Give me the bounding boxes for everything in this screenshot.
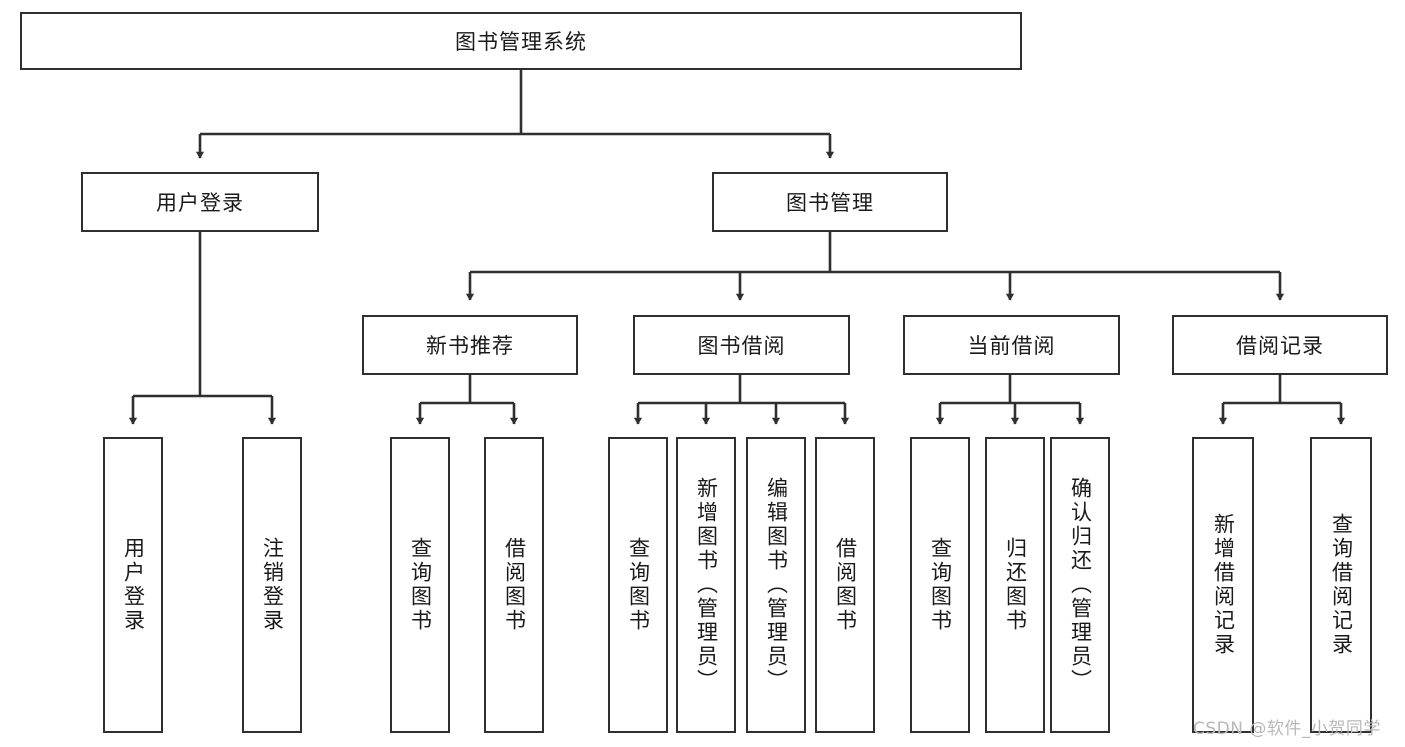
node-leaf-query-book-3-label: 查询图书 xyxy=(928,537,953,633)
node-root-label: 图书管理系统 xyxy=(455,30,587,54)
node-leaf-borrow-book-2-label: 借阅图书 xyxy=(833,537,858,633)
node-leaf-user-login[interactable]: 用户登录 xyxy=(103,437,163,733)
node-leaf-user-logout[interactable]: 注销登录 xyxy=(242,437,302,733)
node-leaf-query-book-1[interactable]: 查询图书 xyxy=(390,437,450,733)
node-new-book-recommend-label: 新书推荐 xyxy=(426,334,514,358)
node-borrow-record-label: 借阅记录 xyxy=(1236,334,1324,358)
node-leaf-borrow-book-1[interactable]: 借阅图书 xyxy=(484,437,544,733)
node-current-borrow[interactable]: 当前借阅 xyxy=(903,315,1120,375)
watermark-text: CSDN @软件_小贺同学 xyxy=(1193,719,1381,739)
node-leaf-query-record-label: 查询借阅记录 xyxy=(1329,513,1354,657)
node-leaf-query-book-2[interactable]: 查询图书 xyxy=(608,437,668,733)
node-book-borrow[interactable]: 图书借阅 xyxy=(633,315,850,375)
node-leaf-add-book[interactable]: 新增图书（管理员） xyxy=(676,437,736,733)
node-leaf-edit-book[interactable]: 编辑图书（管理员） xyxy=(746,437,806,733)
node-leaf-query-book-1-label: 查询图书 xyxy=(408,537,433,633)
node-leaf-query-book-3[interactable]: 查询图书 xyxy=(910,437,970,733)
node-leaf-add-book-label: 新增图书（管理员） xyxy=(694,477,719,693)
node-leaf-borrow-book-1-label: 借阅图书 xyxy=(502,537,527,633)
node-borrow-record[interactable]: 借阅记录 xyxy=(1172,315,1388,375)
node-leaf-user-login-label: 用户登录 xyxy=(121,537,146,633)
node-book-manage[interactable]: 图书管理 xyxy=(712,172,948,232)
node-leaf-confirm-return[interactable]: 确认归还（管理员） xyxy=(1050,437,1110,733)
node-current-borrow-label: 当前借阅 xyxy=(967,334,1056,358)
node-user-login-label: 用户登录 xyxy=(156,191,244,215)
node-leaf-query-book-2-label: 查询图书 xyxy=(626,537,651,633)
node-root[interactable]: 图书管理系统 xyxy=(20,12,1022,70)
node-leaf-confirm-return-label: 确认归还（管理员） xyxy=(1068,477,1093,693)
node-user-login[interactable]: 用户登录 xyxy=(81,172,319,232)
node-leaf-return-book-label: 归还图书 xyxy=(1003,537,1028,633)
node-leaf-user-logout-label: 注销登录 xyxy=(260,537,285,633)
node-leaf-edit-book-label: 编辑图书（管理员） xyxy=(764,477,789,693)
node-leaf-return-book[interactable]: 归还图书 xyxy=(985,437,1045,733)
node-leaf-query-record[interactable]: 查询借阅记录 xyxy=(1310,437,1372,733)
node-leaf-borrow-book-2[interactable]: 借阅图书 xyxy=(815,437,875,733)
node-leaf-add-record-label: 新增借阅记录 xyxy=(1211,513,1236,657)
node-leaf-add-record[interactable]: 新增借阅记录 xyxy=(1192,437,1254,733)
node-book-manage-label: 图书管理 xyxy=(786,191,874,215)
node-new-book-recommend[interactable]: 新书推荐 xyxy=(362,315,578,375)
node-book-borrow-label: 图书借阅 xyxy=(697,334,786,358)
